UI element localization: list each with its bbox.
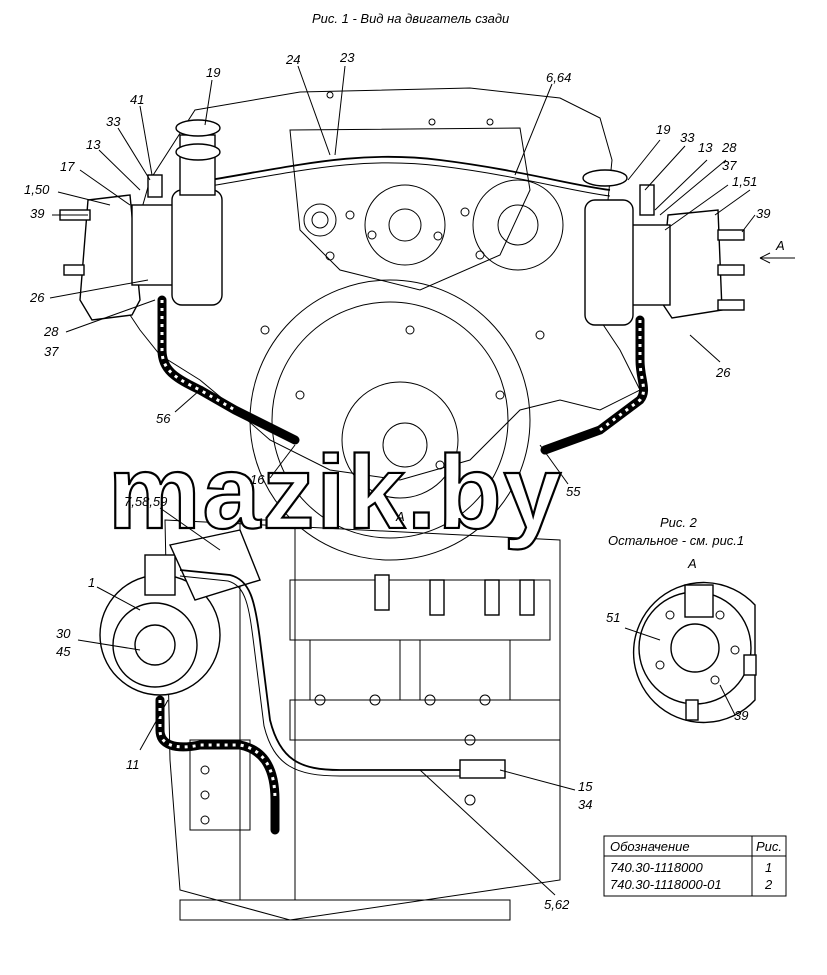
leader-lines [49, 65, 756, 896]
view-arrow [759, 252, 795, 264]
label-34: 34 [578, 797, 592, 812]
label-55: 55 [566, 484, 581, 499]
label-1-51: 1,51 [732, 174, 757, 189]
oil-pipe-top [209, 155, 611, 191]
label-39: 39 [30, 206, 44, 221]
label-37: 37 [722, 158, 737, 173]
label-1: 1 [88, 575, 95, 590]
label-33: 33 [106, 114, 121, 129]
label-17: 17 [60, 159, 75, 174]
label-39: 39 [734, 708, 748, 723]
right-turbocharger [582, 169, 745, 326]
label-6-64: 6,64 [546, 70, 571, 85]
label-23: 23 [339, 50, 355, 65]
table-header-figure: Рис. [756, 839, 782, 854]
label-45: 45 [56, 644, 71, 659]
label-33: 33 [680, 130, 695, 145]
label-41: 41 [130, 92, 144, 107]
table-cell-figure: 1 [765, 860, 772, 875]
table-header-designation: Обозначение [610, 839, 690, 854]
label-26: 26 [29, 290, 45, 305]
part-labels: 19 24 23 6,64 41 33 13 17 1,50 39 26 28 … [24, 50, 785, 912]
label-13: 13 [86, 137, 101, 152]
label-28: 28 [43, 324, 59, 339]
label-view-a-fig2: А [687, 556, 697, 571]
table-cell-designation: 740.30-1118000-01 [610, 877, 722, 892]
designation-table: Обозначение Рис. 740.30-1118000 1 740.30… [603, 835, 787, 897]
lower-drain-hose [155, 695, 280, 835]
label-30: 30 [56, 626, 71, 641]
label-19: 19 [656, 122, 670, 137]
lower-oil-pipe [179, 569, 500, 771]
label-13: 13 [698, 140, 713, 155]
engine-side-view [164, 519, 561, 921]
label-7-58-59: 7,58,59 [124, 494, 167, 509]
label-5-62: 5,62 [544, 897, 570, 912]
table-cell-designation: 740.30-1118000 [610, 860, 704, 875]
label-19: 19 [206, 65, 220, 80]
label-51: 51 [606, 610, 620, 625]
label-28: 28 [721, 140, 737, 155]
watermark: mazik.by [108, 435, 563, 551]
label-26: 26 [715, 365, 731, 380]
figure-2-detail [632, 581, 757, 724]
label-16: 16 [250, 472, 265, 487]
left-drain-hose [157, 295, 300, 445]
label-37: 37 [44, 344, 59, 359]
label-39: 39 [756, 206, 770, 221]
label-view-a: А [395, 509, 405, 524]
label-24: 24 [285, 52, 300, 67]
figure-1-caption: Рис. 1 - Вид на двигатель сзади [312, 11, 509, 26]
right-drain-hose [540, 315, 649, 455]
label-15: 15 [578, 779, 593, 794]
label-56: 56 [156, 411, 171, 426]
lower-turbocharger [99, 529, 261, 696]
table-cell-figure: 2 [764, 877, 773, 892]
label-11: 11 [126, 757, 140, 772]
figure-2-caption: Рис. 2 [660, 515, 698, 530]
figure-2-note: Остальное - см. рис.1 [608, 533, 744, 548]
label-view-a: А [775, 238, 785, 253]
left-turbocharger [59, 119, 223, 321]
label-1-50: 1,50 [24, 182, 50, 197]
